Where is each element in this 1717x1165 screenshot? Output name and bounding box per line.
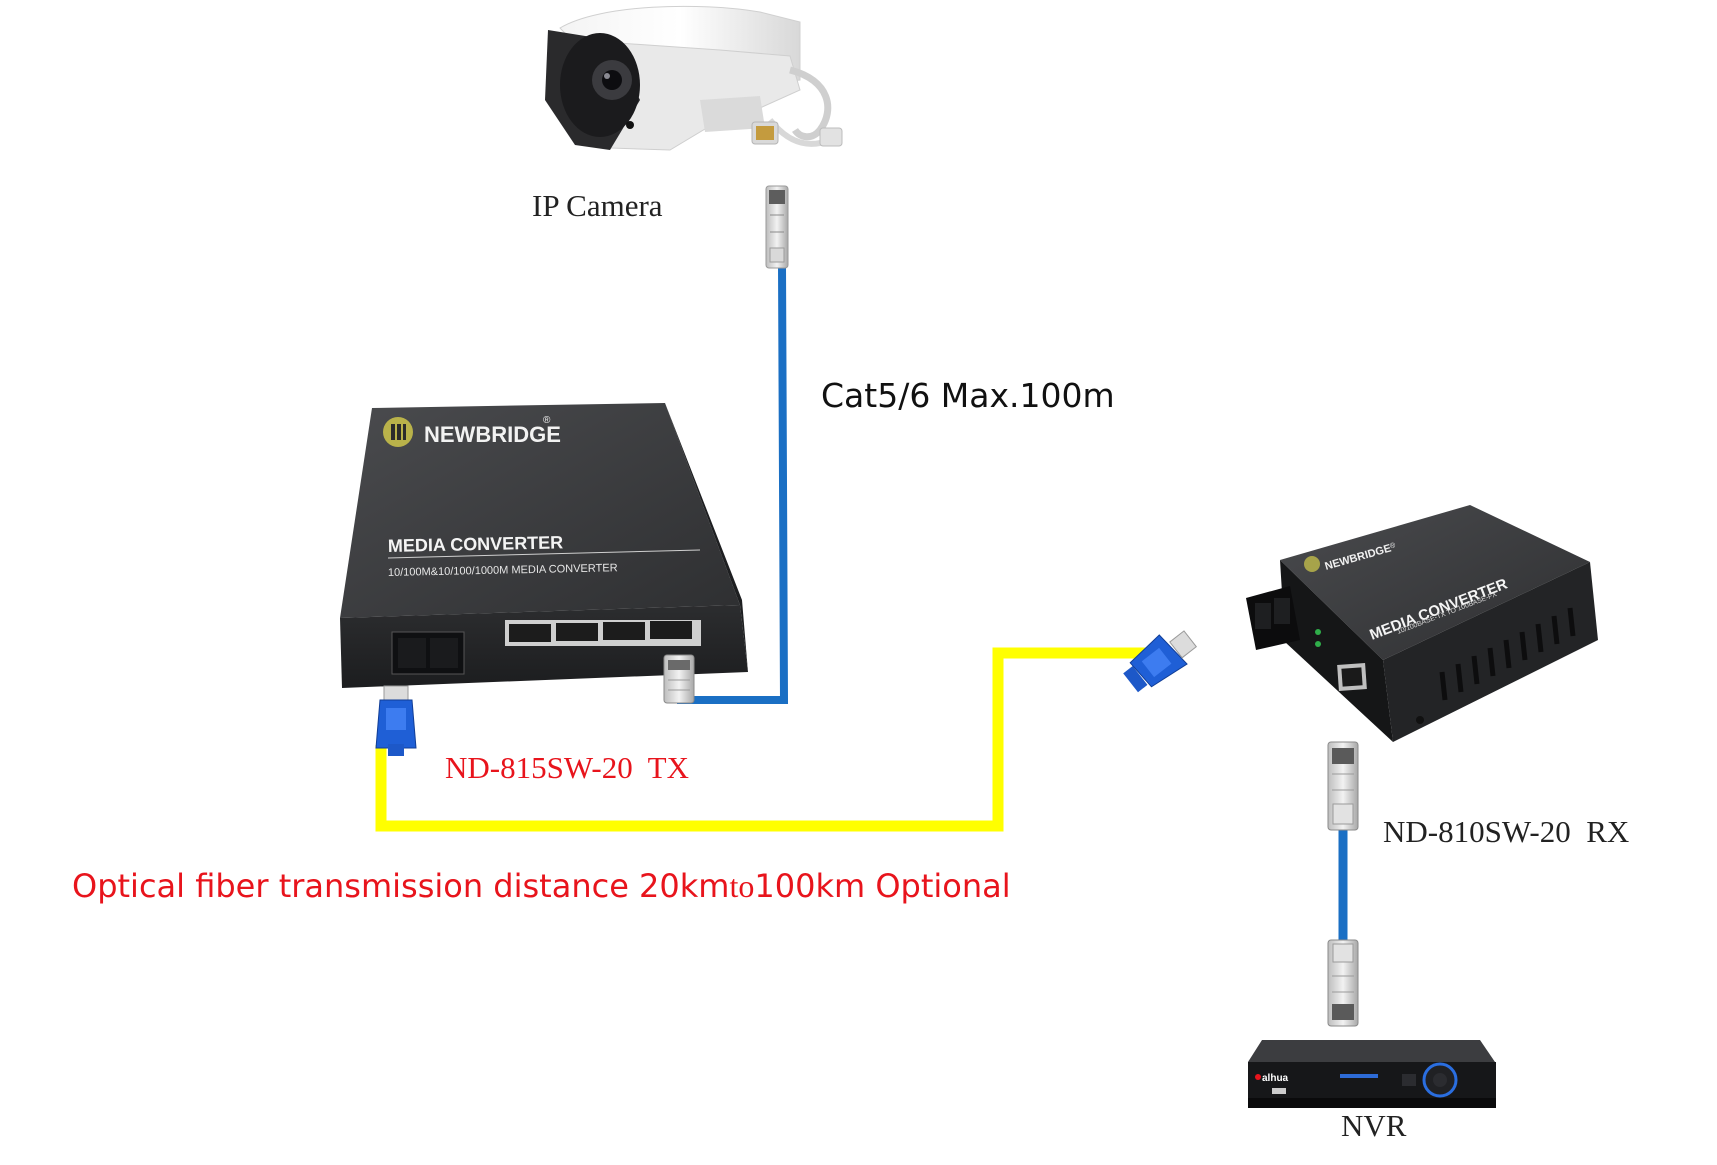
rx-media-converter-image: NEWBRIDGE ® MEDIA CONVERTER 10/100BASE-T… [1246,505,1598,742]
fiber-distance-to-text: to [729,868,754,904]
tx-title-text: MEDIA CONVERTER [388,532,564,556]
fiber-distance-tail-text: 100km Optional [754,867,1010,905]
rj45-plug-camera [766,186,788,268]
tx-registered-mark: ® [543,415,551,426]
tx-model-label: ND-815SW-20 TX [445,750,689,785]
tx-rj45-ports [505,620,701,646]
nvr-image: alhua [1248,1040,1496,1108]
fiber-distance-label: Optical fiber transmission distance 20km… [72,867,1011,905]
sc-fiber-connector-tx [376,686,416,756]
nvr-brand-text: alhua [1262,1073,1289,1084]
fiber-distance-text: Optical fiber transmission distance 20km [72,867,729,905]
rx-model-label: ND-810SW-20 RX [1383,814,1629,849]
rj45-plug-rx [1328,742,1358,830]
rj45-plug-nvr [1328,940,1358,1026]
ip-camera-label: IP Camera [532,188,663,223]
rx-registered-mark: ® [1390,542,1396,550]
tx-media-converter-image: NEWBRIDGE ® MEDIA CONVERTER 10/100M&10/1… [340,403,748,688]
rj45-plug-tx [664,655,694,703]
cat-cable-label: Cat5/6 Max.100m [821,376,1115,415]
sc-fiber-connector-rx [1118,621,1201,698]
ip-camera-image [545,6,842,150]
nvr-label: NVR [1341,1108,1407,1143]
tx-brand-text: NEWBRIDGE [424,422,561,447]
